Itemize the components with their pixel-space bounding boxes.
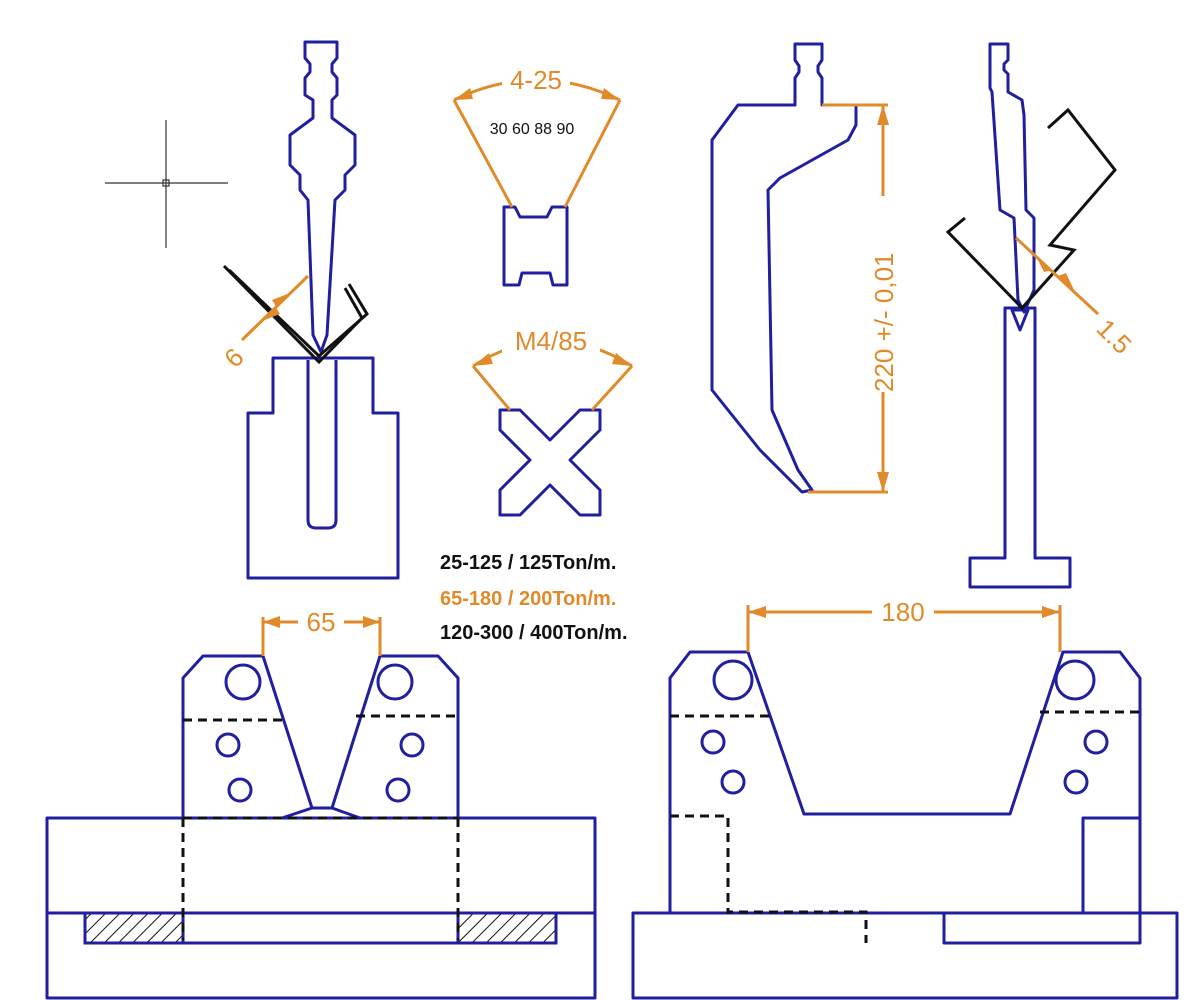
punch-1 [288,40,357,354]
die-holder-180 [631,650,1179,1000]
dimension-65: 65 [261,607,382,656]
dim-65-label: 65 [307,607,336,637]
height-tolerance-label: 220 +/- 0,01 [869,253,899,393]
dim-1-5-label: 1.5 [1091,313,1138,360]
bent-part-1 [222,264,369,365]
spec-line-3: 120-300 / 400Ton/m. [440,622,628,644]
z-part [945,107,1117,311]
slim-punch [988,42,1036,314]
dimension-180: 180 [746,597,1062,652]
angle-range-label: 4-25 [510,65,562,95]
angle-die: 4-25 30 60 88 90 [452,65,622,287]
dimension-220: 220 +/- 0,01 [808,103,899,494]
die-1 [246,356,400,580]
cad-crosshair-icon [105,120,228,248]
spec-line-2: 65-180 / 200Ton/m. [440,588,617,610]
angles-label: 30 60 88 90 [490,121,575,138]
dim-6-label: 6 [218,342,249,373]
dim-180-label: 180 [881,597,924,627]
die-code-label: M4/85 [515,326,587,356]
die-holder-65 [45,654,597,1000]
gooseneck-punch [710,42,858,494]
spec-line-1: 25-125 / 125Ton/m. [440,552,617,574]
x-die: M4/85 [471,326,634,517]
slim-die [968,306,1072,589]
